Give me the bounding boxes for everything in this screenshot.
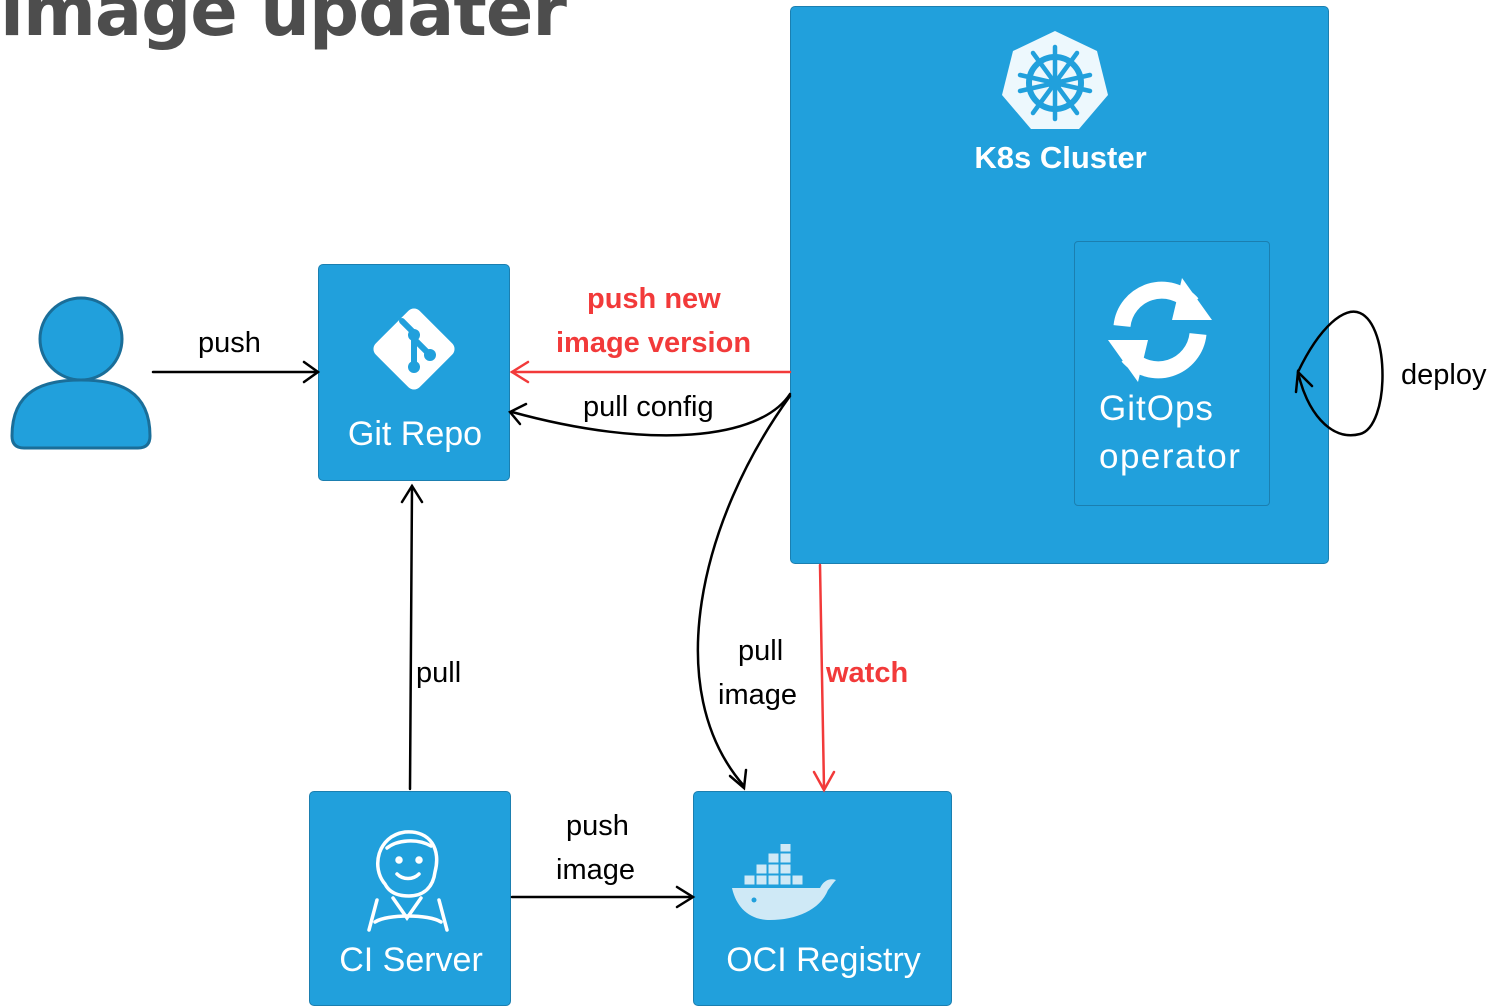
label-push-image-line2: image	[556, 854, 635, 886]
diagram-title: image updater	[0, 0, 567, 52]
label-push-new-line1: push new	[587, 283, 721, 315]
jenkins-icon	[367, 830, 449, 932]
ci-server-label: CI Server	[339, 941, 483, 979]
gitops-label-line1: GitOps	[1099, 389, 1214, 428]
oci-registry-box[interactable]: OCI Registry	[693, 791, 952, 1006]
arrow-watch	[818, 563, 826, 790]
k8s-cluster-label: K8s Cluster	[974, 140, 1147, 175]
oci-registry-label: OCI Registry	[726, 941, 921, 979]
sync-icon	[1108, 278, 1212, 382]
label-deploy: deploy	[1401, 359, 1487, 391]
label-push-new-line2: image version	[556, 327, 752, 359]
kubernetes-icon	[1002, 31, 1108, 129]
label-pull-config: pull config	[583, 391, 714, 423]
arrow-ci-pull	[408, 484, 414, 791]
git-repo-label: Git Repo	[347, 415, 483, 453]
label-ci-pull: pull	[416, 657, 462, 689]
git-icon	[373, 308, 455, 390]
arrow-pull-image	[696, 394, 792, 788]
gitops-label-line2: operator	[1099, 437, 1242, 476]
arrow-pull-config	[510, 392, 792, 437]
git-repo-box[interactable]: Git Repo	[318, 264, 510, 481]
label-push-image-line1: push	[566, 810, 629, 842]
label-pull-image-line1: pull	[738, 635, 784, 667]
gitops-operator-box[interactable]: GitOps operator	[1074, 241, 1270, 506]
arrow-deploy-loop	[1296, 310, 1384, 437]
label-user-push: push	[198, 327, 261, 359]
docker-icon	[732, 844, 836, 920]
ci-server-box[interactable]: CI Server	[309, 791, 511, 1006]
label-pull-image-line2: image	[718, 679, 797, 711]
k8s-cluster-box[interactable]: K8s Cluster GitOps operator	[790, 6, 1329, 564]
label-watch: watch	[826, 657, 909, 689]
